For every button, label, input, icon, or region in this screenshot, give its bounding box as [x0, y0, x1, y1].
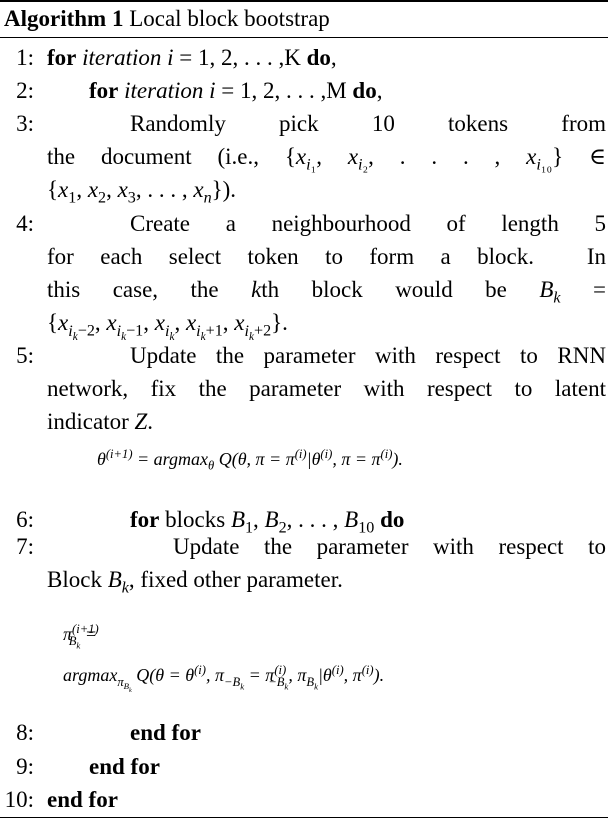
line-4: Create a neighbourhood of length 5 for e… — [47, 211, 606, 343]
line-number-8: 8: — [16, 720, 34, 745]
line-8: end for — [130, 720, 201, 745]
line-6: for blocks B1, B2, . . . , B10 do — [130, 507, 405, 537]
line-number-4: 4: — [16, 211, 34, 236]
line-9: end for — [89, 754, 160, 779]
equation-2-rhs: argmaxπBk Q(θ = θ(i), π−Bk = π(i)−Bk, πB… — [63, 663, 385, 694]
algorithm-title: Local block bootstrap — [129, 6, 330, 31]
top-rule — [0, 0, 608, 2]
line-2: for iteration i = 1, 2, . . . ,M do, — [89, 78, 383, 103]
bottom-rule — [0, 817, 608, 818]
algorithm-header: Algorithm 1 Local block bootstrap — [4, 4, 330, 34]
line-5: Update the parameter with respect to RNN… — [47, 343, 606, 434]
header-rule — [0, 37, 608, 38]
line-number-2: 2: — [16, 78, 34, 103]
line-number-7: 7: — [16, 534, 34, 559]
line-7: Update the parameter with respect to Blo… — [47, 534, 606, 597]
line-1: for iteration i = 1, 2, . . . ,K do, — [47, 45, 337, 70]
equation-2-lhs: π(i+1)Bk = — [63, 622, 99, 651]
line-number-10: 10: — [4, 787, 34, 812]
equation-1: θ(i+1) = argmaxθ Q(θ, π = π(i)|θ(i), π =… — [97, 447, 403, 473]
line-number-6: 6: — [16, 507, 34, 532]
line-number-5: 5: — [16, 343, 34, 368]
line-number-9: 9: — [16, 754, 34, 779]
line-number-1: 1: — [16, 45, 34, 70]
line-number-3: 3: — [16, 111, 34, 136]
line-3: Randomly pick 10 tokens from the documen… — [47, 111, 607, 207]
algorithm-label: Algorithm 1 — [4, 6, 124, 31]
line-10: end for — [47, 787, 118, 812]
